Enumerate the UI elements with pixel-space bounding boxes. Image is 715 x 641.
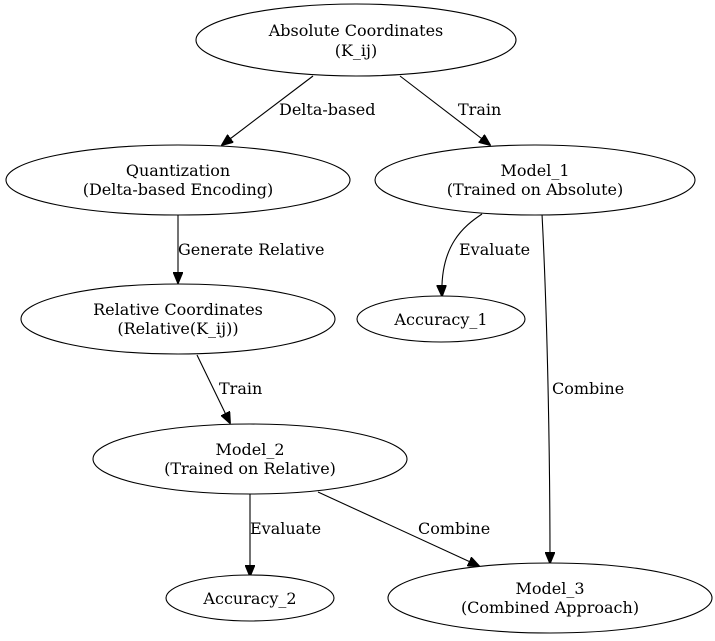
edge-model1-to-accuracy1: Evaluate (442, 213, 530, 296)
node-quantization: Quantization (Delta-based Encoding) (5, 144, 351, 216)
node-model2: Model_2 (Trained on Relative) (92, 423, 408, 495)
node-absolute-coordinates-title: Absolute Coordinates (268, 21, 444, 40)
edge-label-evaluate-1: Evaluate (459, 240, 530, 259)
node-model3-title: Model_3 (515, 579, 584, 598)
node-accuracy1: Accuracy_1 (356, 295, 526, 343)
node-quantization-title: Quantization (126, 161, 230, 180)
node-accuracy2-title: Accuracy_2 (202, 589, 296, 608)
node-accuracy1-title: Accuracy_1 (393, 310, 487, 329)
node-model1: Model_1 (Trained on Absolute) (374, 144, 696, 216)
node-absolute-coordinates: Absolute Coordinates (K_ij) (195, 3, 517, 77)
edge-model1-to-model3: Combine (541, 213, 624, 563)
edge-label-evaluate-2: Evaluate (250, 519, 321, 538)
edge-relative-to-model2: Train (196, 354, 262, 423)
edge-label-generate-relative: Generate Relative (178, 240, 324, 259)
edge-model2-to-accuracy2: Evaluate (250, 494, 321, 576)
node-accuracy2: Accuracy_2 (165, 574, 335, 622)
node-relative-coordinates-subtitle: (Relative(K_ij)) (117, 319, 238, 338)
node-absolute-coordinates-subtitle: (K_ij) (335, 41, 378, 60)
edge-absolute-to-quantization: Delta-based (222, 75, 376, 145)
node-model2-subtitle: (Trained on Relative) (164, 459, 336, 478)
edge-label-train-2: Train (219, 379, 262, 398)
edge-absolute-to-model1: Train (399, 75, 501, 145)
node-relative-coordinates: Relative Coordinates (Relative(K_ij)) (20, 283, 336, 355)
node-quantization-subtitle: (Delta-based Encoding) (83, 180, 274, 199)
node-model3: Model_3 (Combined Approach) (387, 562, 713, 634)
edge-label-combine-2: Combine (418, 519, 490, 538)
node-model3-subtitle: (Combined Approach) (461, 598, 639, 617)
edge-model2-to-model3: Combine (317, 491, 490, 566)
node-model1-subtitle: (Trained on Absolute) (447, 180, 624, 199)
node-relative-coordinates-title: Relative Coordinates (93, 300, 263, 319)
edge-quantization-to-relative: Generate Relative (178, 213, 324, 283)
node-model1-title: Model_1 (500, 161, 569, 180)
edge-label-train-1: Train (458, 100, 501, 119)
edge-label-delta-based: Delta-based (279, 100, 376, 119)
edge-label-combine-1: Combine (552, 379, 624, 398)
node-model2-title: Model_2 (215, 440, 284, 459)
